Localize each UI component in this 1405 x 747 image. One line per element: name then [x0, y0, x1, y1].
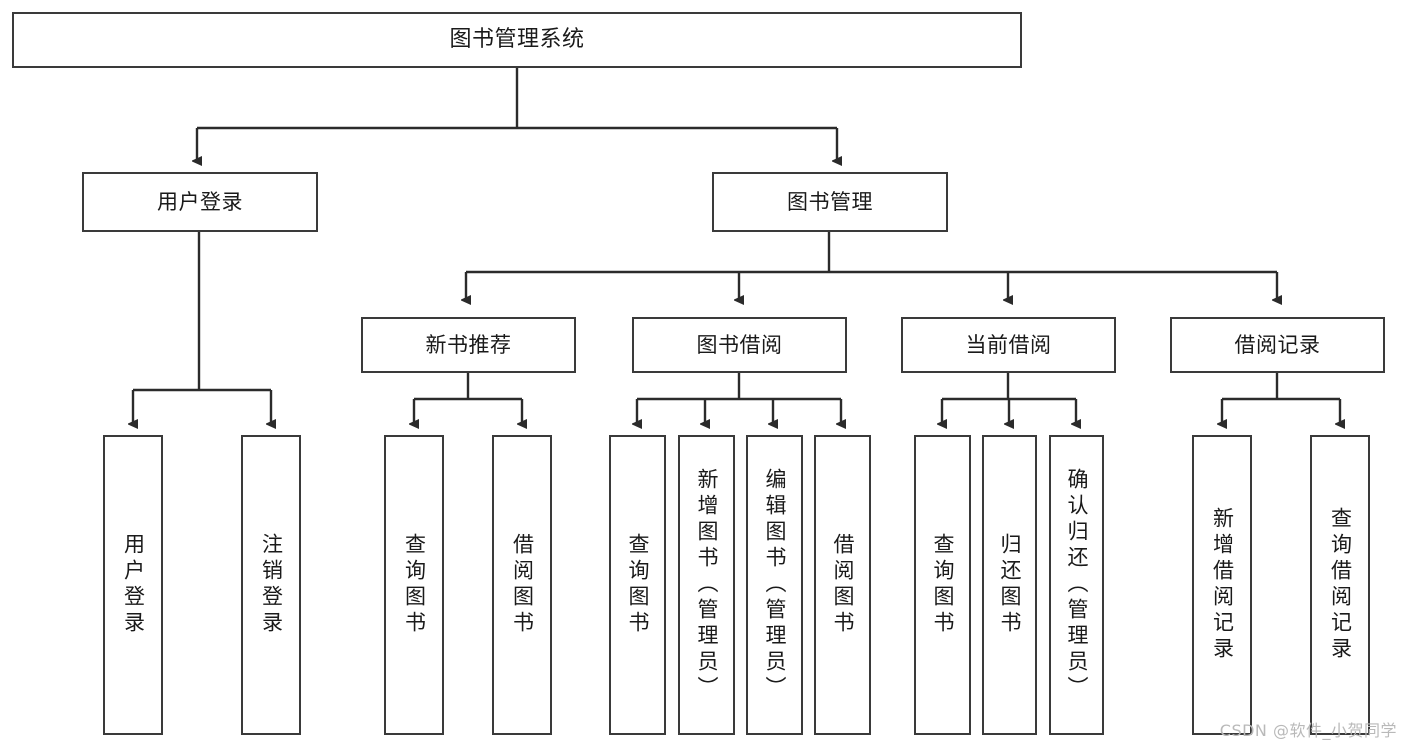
node-leaf-query-book-current[interactable]: 查询图书	[914, 435, 971, 735]
node-root-book-management-system[interactable]: 图书管理系统	[12, 12, 1022, 68]
node-label: 新增借阅记录	[1210, 507, 1235, 663]
node-leaf-borrow-book-recommend[interactable]: 借阅图书	[492, 435, 552, 735]
node-label: 图书管理	[787, 189, 873, 214]
node-label: 注销登录	[259, 533, 284, 637]
node-label: 新书推荐	[425, 332, 512, 357]
node-leaf-query-borrow-record[interactable]: 查询借阅记录	[1310, 435, 1370, 735]
node-leaf-query-book-borrow[interactable]: 查询图书	[609, 435, 666, 735]
node-label: 确认归还（管理员）	[1065, 468, 1089, 702]
node-leaf-borrow-book[interactable]: 借阅图书	[814, 435, 871, 735]
node-leaf-user-login[interactable]: 用户登录	[103, 435, 163, 735]
node-label: 用户登录	[157, 189, 243, 214]
node-label: 图书管理系统	[449, 27, 585, 53]
node-user-login[interactable]: 用户登录	[82, 172, 318, 232]
node-label: 当前借阅	[965, 332, 1052, 357]
node-label: 查询借阅记录	[1328, 507, 1353, 663]
watermark-text: CSDN @软件_小贺同学	[1219, 721, 1397, 740]
node-leaf-edit-book-admin[interactable]: 编辑图书（管理员）	[746, 435, 803, 735]
node-label: 借阅图书	[510, 533, 535, 637]
node-leaf-confirm-return-admin[interactable]: 确认归还（管理员）	[1049, 435, 1104, 735]
node-current-borrow[interactable]: 当前借阅	[901, 317, 1116, 373]
node-label: 新增图书（管理员）	[695, 468, 719, 702]
node-borrow-record[interactable]: 借阅记录	[1170, 317, 1385, 373]
node-leaf-return-book[interactable]: 归还图书	[982, 435, 1037, 735]
node-leaf-add-book-admin[interactable]: 新增图书（管理员）	[678, 435, 735, 735]
node-leaf-query-book-recommend[interactable]: 查询图书	[384, 435, 444, 735]
node-new-book-recommend[interactable]: 新书推荐	[361, 317, 576, 373]
node-book-borrow[interactable]: 图书借阅	[632, 317, 847, 373]
node-label: 编辑图书（管理员）	[763, 468, 787, 702]
node-label: 查询图书	[626, 533, 650, 637]
node-label: 图书借阅	[696, 332, 783, 357]
node-label: 借阅图书	[831, 533, 855, 637]
node-leaf-logout-login[interactable]: 注销登录	[241, 435, 301, 735]
node-label: 查询图书	[931, 533, 955, 637]
node-book-manage[interactable]: 图书管理	[712, 172, 948, 232]
node-label: 查询图书	[402, 533, 427, 637]
node-label: 借阅记录	[1234, 332, 1321, 357]
node-label: 归还图书	[998, 533, 1022, 637]
node-leaf-add-borrow-record[interactable]: 新增借阅记录	[1192, 435, 1252, 735]
node-label: 用户登录	[121, 533, 146, 637]
